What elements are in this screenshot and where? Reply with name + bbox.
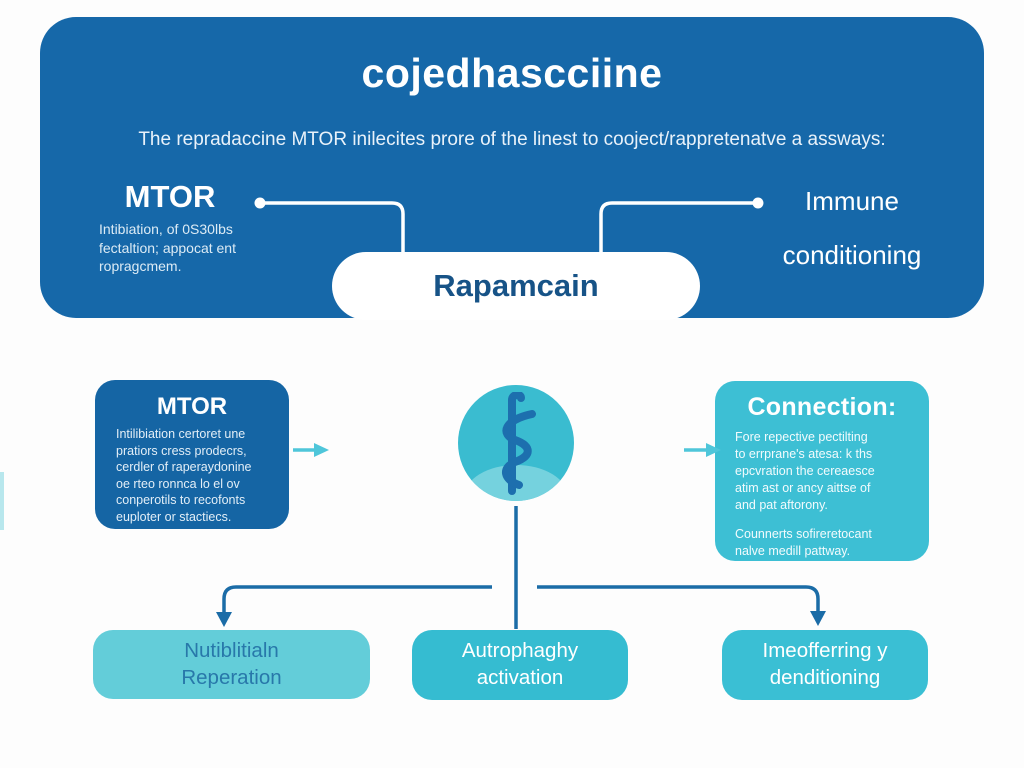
connection-line: nalve medill pattway. [735,544,851,559]
connection-line: atim ast or ancy aittse of [735,480,871,495]
connection-box: Connection: Fore repective pectilting to… [715,381,929,561]
autophagy-box: Autrophaghy activation [412,630,628,700]
mtor-detail-line: conperotils to recofonts [116,493,246,507]
arrow-down-left-icon [216,612,232,627]
immune-conditioning-line2: conditioning [782,240,922,270]
connection-line: and pat aftorony. [735,497,828,512]
mtor-banner-description: Intibiation, of 0S30lbs fectaltion; appo… [99,220,236,276]
mtor-banner-description-line: fectaltion; appocat ent [99,239,236,256]
connection-line: epcvration the cereaesce [735,463,875,478]
rapamycin-label: Rapamcain [433,268,599,303]
rapamycin-box: Rapamcain [332,252,700,320]
nutrition-box-line2: Reperation [181,665,282,689]
immune-box-line1: Imeofferring y [762,639,888,663]
mtor-detail-line: oe rteo ronnca lo el ov [116,476,240,491]
nutrition-box-line1: Nutiblitialn [184,638,279,662]
connection-line: to errprane's atesa: k ths [735,446,873,461]
nutrition-box: Nutiblitialn Reperation [93,630,370,699]
immune-box-line2: denditioning [769,666,881,689]
immune-conditioning-line1: Immune [805,186,899,216]
mtor-detail-line: pratiors cress prodecrs, [116,443,247,458]
mtor-banner-label: MTOR [124,179,216,214]
autophagy-box-line2: activation [476,666,564,689]
mtor-detail-line: Intilibiation certoret une [116,427,246,441]
arrow-down-right-icon [810,611,826,626]
immune-conditioning-label: Immune conditioning [752,186,952,271]
left-edge-accent [0,472,4,530]
mtor-detail-text: Intilibiation certoret une pratiors cres… [116,426,289,525]
mtor-detail-line: euploter or stactiecs. [116,509,232,524]
medical-staff-circle [458,385,574,501]
immune-conditioning-box: Imeofferring y denditioning [722,630,928,700]
connection-line: Fore repective pectilting [735,430,868,444]
connection-paragraph-1: Fore repective pectilting to errprane's … [735,429,929,513]
arrow-right-left-icon [293,443,329,457]
mtor-detail-box: MTOR Intilibiation certoret une pratiors… [95,380,289,529]
infographic-subtitle: The repradaccine MTOR inilecites prore o… [138,129,886,150]
infographic-title: cojedhascciine [361,50,663,96]
mtor-banner-description-line: Intibiation, of 0S30lbs [99,221,233,237]
mtor-detail-title: MTOR [156,393,228,420]
rod-of-asclepius-icon [502,392,536,495]
connection-line: Counnerts sofireretocant [735,527,872,542]
mtor-banner-description-line: ropragcmem. [99,258,182,275]
connection-title: Connection: [747,393,897,421]
autophagy-box-line1: Autrophaghy [461,639,579,663]
mtor-detail-line: cerdler of raperaydonine [116,460,252,474]
connection-paragraph-2: Counnerts sofireretocant nalve medill pa… [735,526,929,560]
